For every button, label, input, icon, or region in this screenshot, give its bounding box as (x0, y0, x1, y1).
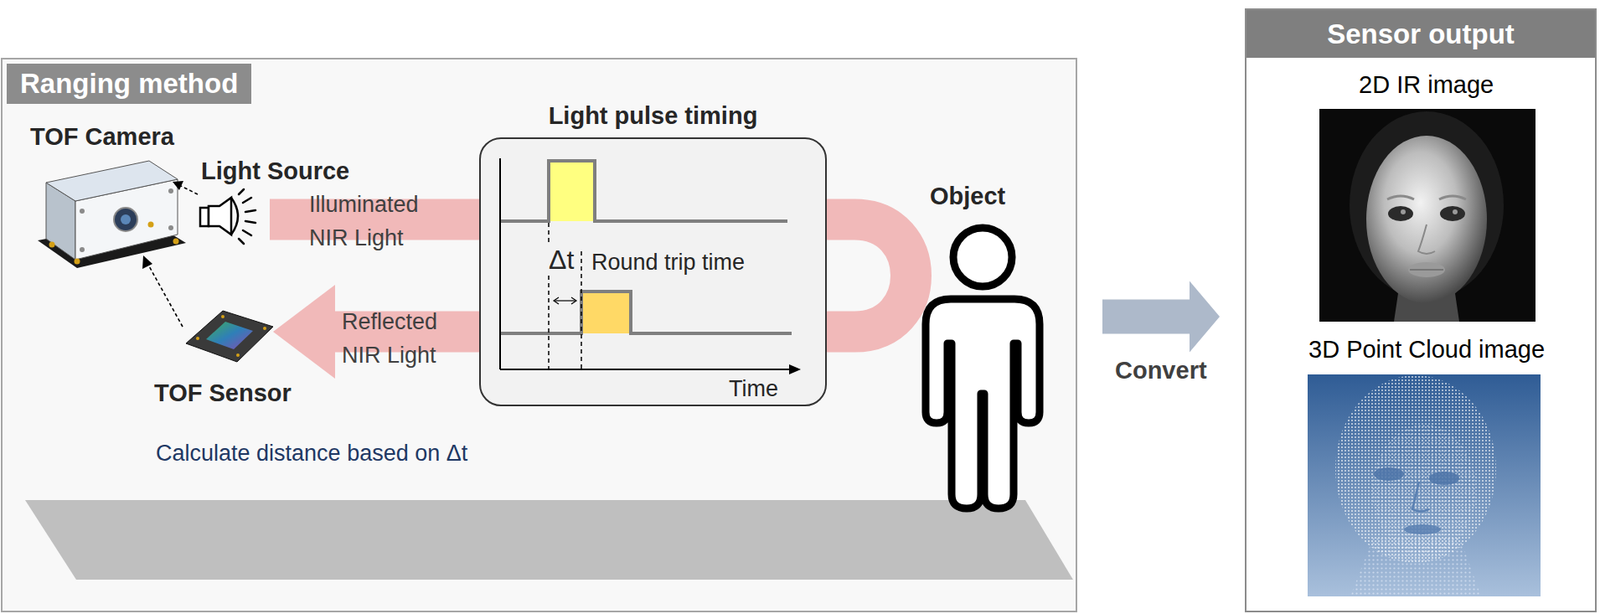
dashed-leader (142, 180, 198, 327)
sensor-label: TOF Sensor (154, 378, 292, 408)
tof-sensor-drawing (206, 321, 253, 350)
ir-image (1418, 224, 1435, 254)
edge-label: Convert (1114, 356, 1208, 386)
point-cloud-image (1429, 471, 1460, 486)
ir-image (1440, 206, 1466, 222)
light-label: Illuminated NIR Light (309, 187, 435, 255)
delta-t-label: Δt (546, 244, 577, 276)
convert-arrow (1102, 281, 1220, 353)
pulse-chart (553, 297, 559, 305)
pulse-chart (500, 291, 792, 334)
point-cloud-image (1335, 375, 1497, 563)
light-source-drawing (238, 189, 244, 195)
tof-camera-drawing (46, 160, 178, 202)
tof-camera-drawing (173, 238, 180, 245)
light-label: Reflected NIR Light (341, 304, 468, 372)
point-cloud-image (1373, 467, 1404, 481)
light-source-label: Light Source (201, 156, 350, 186)
light-source-drawing (238, 238, 244, 244)
light-source-drawing (245, 221, 256, 223)
pulse-chart (571, 297, 577, 305)
ranging-panel-ground (0, 57, 1078, 613)
camera-label: TOF Camera (30, 122, 175, 152)
ir-image (1409, 268, 1444, 271)
timing-title: Light pulse timing (480, 100, 826, 131)
ir-image (1388, 206, 1414, 222)
pulse-chart (580, 251, 583, 370)
tof-camera-drawing (168, 188, 174, 194)
tof-sensor-drawing (185, 310, 274, 362)
tof-camera-drawing (168, 225, 174, 231)
light-source-drawing (231, 197, 238, 235)
floor (25, 500, 1074, 580)
timing-box-ground (479, 137, 827, 407)
dashed-leader (180, 185, 198, 195)
dashed-leader (142, 255, 153, 269)
light-source-drawing (208, 197, 232, 235)
tof-camera-drawing (148, 221, 155, 228)
tof-camera-drawing (37, 160, 186, 269)
point-cloud-image (1403, 524, 1441, 535)
dashed-leader (148, 264, 183, 327)
tof-camera-drawing (120, 214, 131, 225)
tof-sensor-drawing (221, 314, 225, 319)
tof-camera-drawing (74, 258, 81, 265)
pulse-chart (499, 158, 501, 370)
light-source-drawing (200, 189, 256, 244)
point-cloud-image (1307, 374, 1541, 597)
tof-sensor-drawing (196, 336, 200, 341)
tof-camera-drawing (113, 207, 138, 232)
object-label: Object (929, 181, 1006, 212)
light-source-drawing (242, 197, 252, 203)
person-icon (953, 227, 1012, 287)
tof-camera-drawing (79, 247, 85, 253)
tof-sensor-drawing (236, 353, 240, 357)
person-icon (925, 227, 1040, 509)
tof-camera-drawing (49, 242, 56, 248)
pulse-chart (500, 160, 788, 222)
dashed-leader (172, 180, 184, 191)
formula-note: Calculate distance based on Δt (155, 439, 468, 467)
light-source-drawing (242, 230, 252, 236)
panel-header: Sensor output (1246, 10, 1595, 58)
point-cloud-image (1372, 424, 1477, 556)
axis-label: Time (728, 375, 779, 403)
light-source-drawing (245, 210, 256, 212)
pulse-chart (789, 364, 801, 375)
ir-image (1319, 108, 1536, 322)
light-source-drawing (200, 207, 209, 227)
pulse-chart (500, 158, 801, 375)
ir-image (1400, 209, 1406, 215)
ir-image (1366, 135, 1487, 304)
ir-image (1439, 196, 1466, 200)
ir-image (1452, 209, 1458, 215)
pulse-chart (554, 299, 576, 301)
image-title: 3D Point Cloud image (1308, 335, 1545, 365)
panel-header: Ranging method (6, 63, 252, 104)
tof-camera-drawing (79, 208, 85, 214)
person-icon (925, 299, 1040, 509)
pulse-chart (548, 160, 595, 222)
nir-light-band (273, 284, 336, 379)
pulse-chart (500, 368, 791, 371)
tof-sensor-drawing (185, 310, 274, 362)
round-trip-label: Round trip time (591, 248, 745, 276)
tof-sensor-drawing (263, 326, 267, 331)
ir-image (1408, 262, 1446, 278)
point-cloud-image (1307, 374, 1541, 597)
image-title: 2D IR image (1358, 70, 1494, 100)
ir-image (1387, 196, 1415, 200)
pulse-chart (581, 291, 631, 334)
output-panel: Sensor output (1244, 8, 1597, 613)
ir-image (1319, 108, 1536, 322)
point-cloud-image (1412, 481, 1430, 512)
